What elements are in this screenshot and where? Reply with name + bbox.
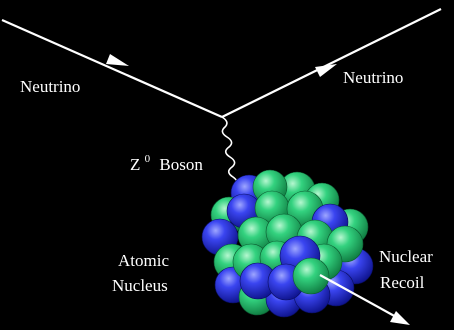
nucleus-label-line1: Atomic bbox=[118, 251, 169, 270]
neutron-sphere bbox=[292, 257, 330, 295]
incoming-neutrino-label: Neutrino bbox=[20, 77, 80, 96]
recoil-label-line2: Recoil bbox=[380, 273, 425, 292]
atomic-nucleus bbox=[201, 169, 374, 318]
outgoing-neutrino-line bbox=[221, 8, 442, 118]
outgoing-neutrino-arrow-icon bbox=[315, 64, 337, 77]
recoil-arrow-head-icon bbox=[390, 311, 410, 325]
outgoing-neutrino-label: Neutrino bbox=[343, 68, 403, 87]
recoil-label-line1: Nuclear bbox=[379, 247, 433, 266]
nucleus-label-line2: Nucleus bbox=[112, 276, 168, 295]
incoming-neutrino-line bbox=[1, 18, 223, 119]
z-boson-letter: Z bbox=[130, 155, 140, 174]
incoming-neutrino-arrow-icon bbox=[106, 54, 129, 66]
z-boson-word: Boson bbox=[159, 155, 203, 174]
z-boson-wavy-line bbox=[221, 116, 239, 188]
recoil-arrow-line bbox=[319, 274, 399, 319]
z-boson-label: Z 0 Boson bbox=[130, 147, 203, 174]
z-boson-superscript: 0 bbox=[145, 153, 151, 165]
